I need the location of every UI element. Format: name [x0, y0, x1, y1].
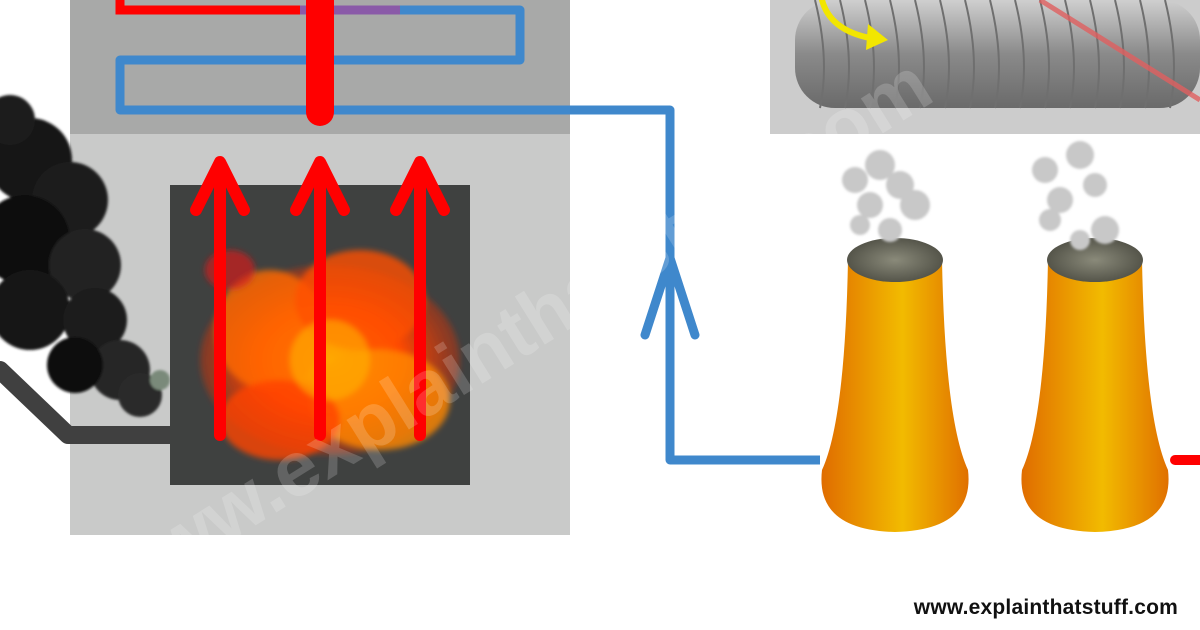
heat-arrow-1-head: [190, 156, 250, 216]
heat-arrows: [190, 156, 450, 441]
turbine-blades: [814, 0, 1175, 109]
rotation-arrow-head: [866, 24, 888, 50]
cooling-tower-1: [821, 238, 969, 532]
coal-pile: [0, 95, 170, 417]
rotation-arrow: [819, 0, 873, 41]
turbine-shaft: [1038, 0, 1200, 103]
site-credit: www.explainthatstuff.com: [913, 596, 1178, 619]
coal-conveyor: [0, 361, 184, 444]
heat-arrow-2-head: [290, 156, 350, 216]
steam-pipe-top: [115, 0, 380, 15]
cooling-tower-2: [1021, 238, 1169, 532]
turbine: [770, 0, 1200, 134]
heat-arrow-3-head: [390, 156, 450, 216]
steam-plume-2: [1032, 141, 1119, 250]
steam-plume-1: [842, 150, 930, 242]
water-pipe-coil: [115, 5, 820, 465]
water-flow-arrow: [640, 253, 700, 340]
